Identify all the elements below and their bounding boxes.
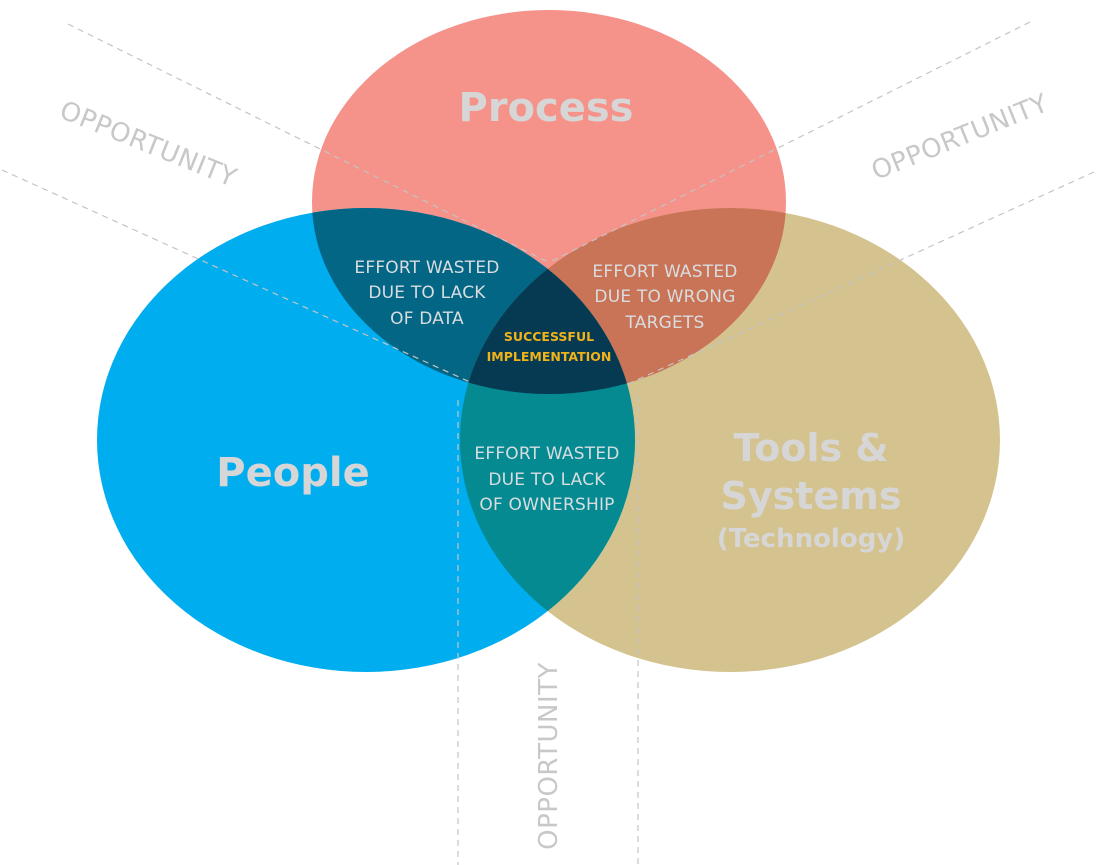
center-text-line: IMPLEMENTATION <box>487 349 612 364</box>
overlap-text-line: EFFORT WASTED <box>354 258 499 278</box>
center-label: SUCCESSFUL IMPLEMENTATION <box>487 329 612 364</box>
overlap-text-line: EFFORT WASTED <box>474 444 619 464</box>
center-overlap <box>460 208 635 394</box>
guide-line-top-right-lower <box>627 171 1095 385</box>
people-label: People <box>216 450 369 496</box>
people-tools-label: EFFORT WASTED DUE TO LACK OF OWNERSHIP <box>474 444 619 515</box>
tools-label-line2: Systems <box>721 474 902 518</box>
overlap-text-line: DUE TO LACK <box>368 283 486 303</box>
opportunity-label-bottom: OPPORTUNITY <box>534 662 564 850</box>
people-process-label: EFFORT WASTED DUE TO LACK OF DATA <box>354 258 499 329</box>
overlap-text-line: OF DATA <box>390 309 464 329</box>
people-process-overlap <box>312 208 635 394</box>
overlap-text-line: TARGETS <box>625 313 705 333</box>
tools-label-line1: Tools & <box>733 426 888 470</box>
center-text-line: SUCCESSFUL <box>504 329 594 344</box>
process-tools-label: EFFORT WASTED DUE TO WRONG TARGETS <box>592 262 737 333</box>
process-label: Process <box>459 85 634 131</box>
overlap-text-line: OF OWNERSHIP <box>479 495 614 515</box>
overlap-text-line: DUE TO WRONG <box>594 287 735 307</box>
overlap-text-line: DUE TO LACK <box>488 470 606 490</box>
opportunity-label-top-left: OPPORTUNITY <box>55 96 240 194</box>
process-tools-overlap <box>460 208 786 394</box>
overlap-text-line: EFFORT WASTED <box>592 262 737 282</box>
tools-label-line3: (Technology) <box>717 524 905 554</box>
guide-lines <box>1 21 1095 865</box>
guide-line-top-right-upper <box>549 21 1031 263</box>
opportunity-label-top-right: OPPORTUNITY <box>867 89 1052 187</box>
guide-line-top-left-lower <box>1 169 471 383</box>
guide-line-top-left-upper <box>67 23 549 263</box>
